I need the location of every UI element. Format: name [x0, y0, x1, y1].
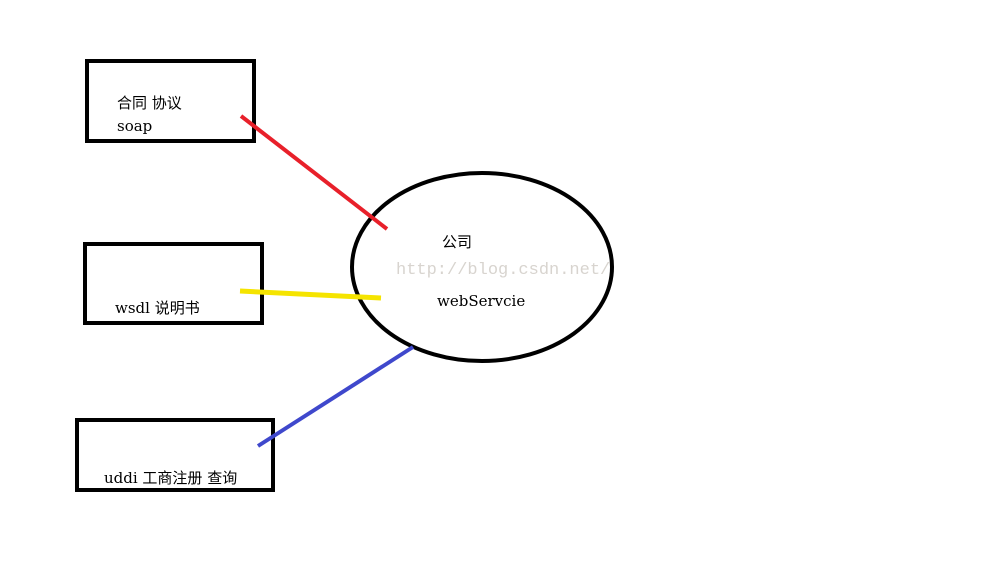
uddi-connector: [256, 345, 415, 448]
contract-box: [85, 59, 256, 143]
webservice-label: webServcie: [437, 292, 526, 310]
contract-label: 合同 协议: [117, 94, 182, 112]
contract-connector: [239, 114, 389, 231]
uddi-label: uddi 工商注册 查询: [104, 469, 238, 487]
wsdl-connector: [239, 288, 382, 301]
wsdl-box: [83, 242, 264, 325]
uddi-box: [75, 418, 275, 492]
wsdl-label: wsdl 说明书: [115, 299, 200, 317]
company-ellipse: [350, 171, 614, 363]
soap-label: soap: [117, 117, 153, 135]
watermark: http://blog.csdn.net/: [396, 261, 611, 280]
company-label: 公司: [442, 233, 473, 251]
